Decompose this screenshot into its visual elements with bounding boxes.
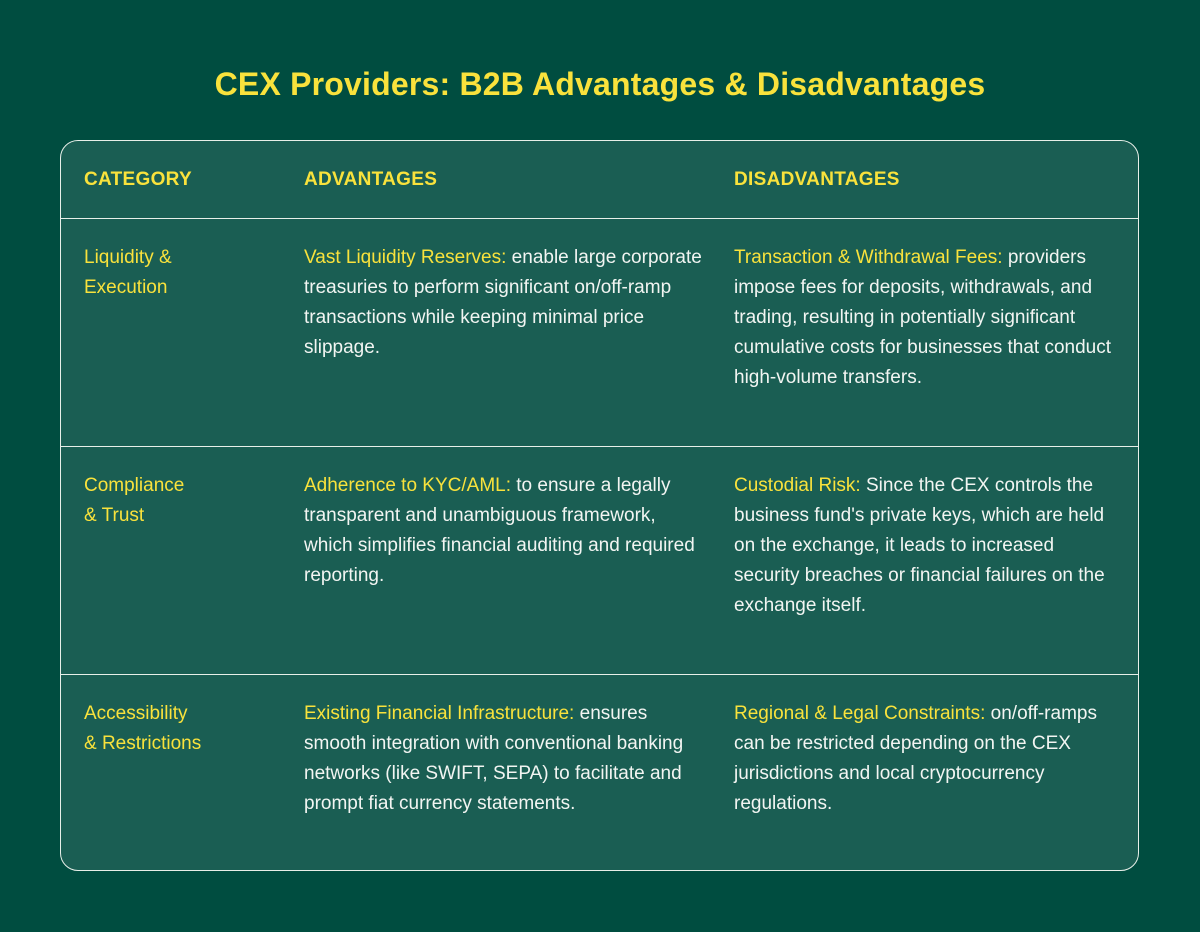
disadvantage-text: providers impose fees for deposits, with… xyxy=(734,247,1112,388)
advantage-cell: Vast Liquidity Reserves: enable large co… xyxy=(304,243,704,363)
advantage-text: to ensure a legally transparent and unam… xyxy=(304,475,695,586)
disadvantage-lead: Regional & Legal Constraints: xyxy=(734,703,986,724)
category-label-line2: & Trust xyxy=(84,505,145,526)
advantage-lead: Existing Financial Infrastructure: xyxy=(304,703,575,724)
category-label-line2: Execution xyxy=(84,277,168,298)
category-cell: Compliance & Trust xyxy=(84,471,274,531)
disadvantage-cell: Custodial Risk: Since the CEX controls t… xyxy=(734,471,1119,621)
table-row: Liquidity & Execution Vast Liquidity Res… xyxy=(61,219,1138,447)
advantage-cell: Existing Financial Infrastructure: ensur… xyxy=(304,699,704,819)
category-label-line2: & Restrictions xyxy=(84,733,202,754)
table-row: Compliance & Trust Adherence to KYC/AML:… xyxy=(61,447,1138,675)
disadvantage-lead: Custodial Risk: xyxy=(734,475,861,496)
comparison-table: CATEGORY ADVANTAGES DISADVANTAGES Liquid… xyxy=(60,140,1139,871)
page-title: CEX Providers: B2B Advantages & Disadvan… xyxy=(214,66,986,102)
category-cell: Liquidity & Execution xyxy=(84,243,274,303)
disadvantage-cell: Regional & Legal Constraints: on/off-ram… xyxy=(734,699,1119,819)
table-header-row: CATEGORY ADVANTAGES DISADVANTAGES xyxy=(61,141,1138,219)
disadvantage-lead: Transaction & Withdrawal Fees: xyxy=(734,247,1003,268)
advantage-lead: Vast Liquidity Reserves: xyxy=(304,247,507,268)
disadvantage-text: Since the CEX controls the business fund… xyxy=(734,475,1105,616)
advantage-text: ensures smooth integration with conventi… xyxy=(304,703,684,814)
category-label-line1: Liquidity & xyxy=(84,247,172,268)
advantage-cell: Adherence to KYC/AML: to ensure a legall… xyxy=(304,471,704,591)
category-cell: Accessibility & Restrictions xyxy=(84,699,274,759)
advantage-text: enable large corporate treasuries to per… xyxy=(304,247,702,358)
column-header-disadvantages: DISADVANTAGES xyxy=(734,169,900,190)
disadvantage-text: on/off-ramps can be restricted depending… xyxy=(734,703,1097,814)
category-label-line1: Accessibility xyxy=(84,703,188,724)
table-row: Accessibility & Restrictions Existing Fi… xyxy=(61,675,1138,870)
disadvantage-cell: Transaction & Withdrawal Fees: providers… xyxy=(734,243,1119,393)
column-header-advantages: ADVANTAGES xyxy=(304,169,438,190)
advantage-lead: Adherence to KYC/AML: xyxy=(304,475,511,496)
category-label-line1: Compliance xyxy=(84,475,185,496)
column-header-category: CATEGORY xyxy=(84,169,192,190)
